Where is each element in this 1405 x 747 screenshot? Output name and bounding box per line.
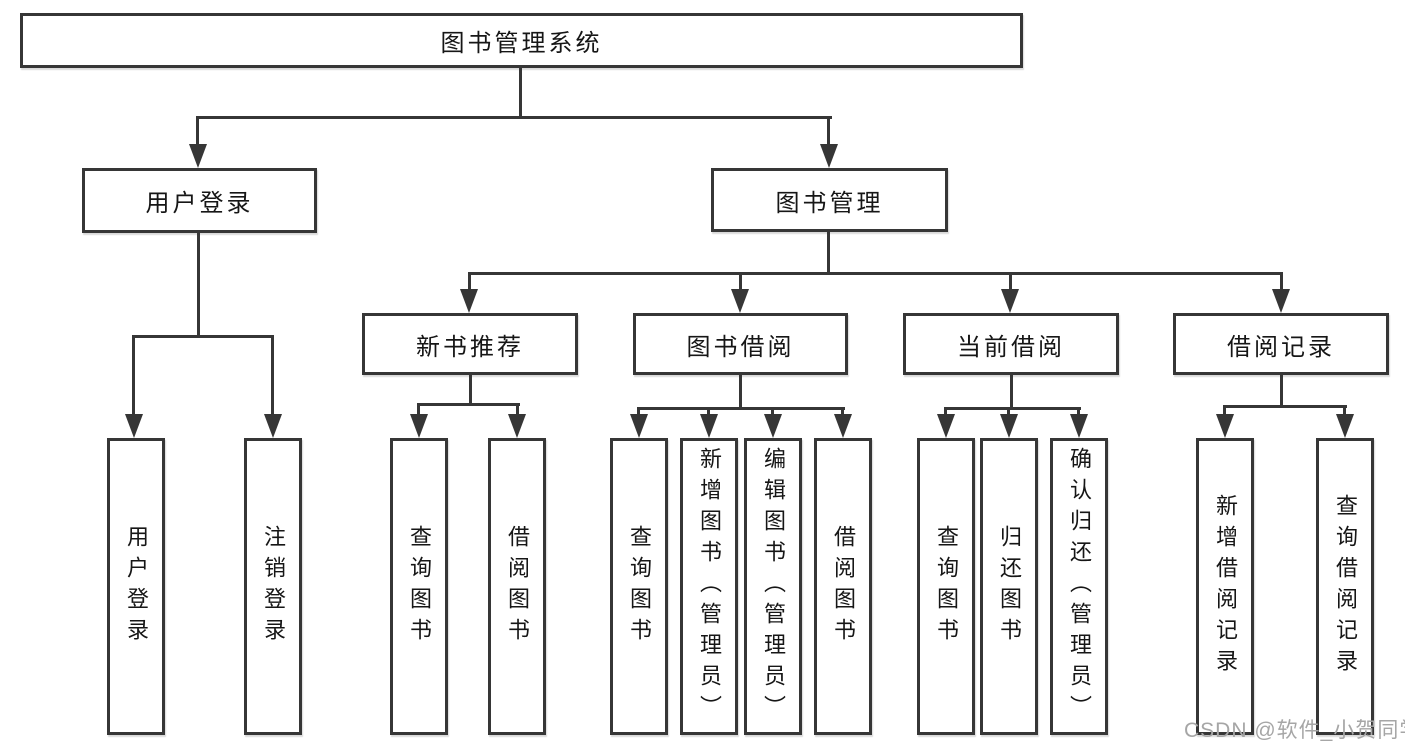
node-label: 图书管理 (775, 189, 884, 217)
node-label: 编辑图书（管理员） (761, 447, 786, 726)
connector-line (516, 403, 519, 415)
node-borrowing-query-books: 查询图书 (610, 438, 668, 735)
node-library-system: 图书管理系统 (20, 13, 1023, 68)
connector-line (707, 407, 710, 416)
connector-arrow (820, 144, 838, 168)
node-label: 当前借阅 (957, 333, 1065, 361)
node-label: 归还图书 (997, 524, 1022, 649)
node-add-books-admin: 新增图书（管理员） (680, 438, 738, 735)
csdn-watermark: CSDN @软件_小贺同学 (1184, 719, 1405, 742)
connector-arrow (410, 414, 428, 438)
connector-line (196, 116, 832, 119)
connector-line (1223, 405, 1347, 408)
connector-arrow (700, 414, 718, 438)
connector-line (827, 116, 830, 146)
connector-line (739, 375, 742, 409)
connector-line (417, 403, 520, 406)
node-label: 查询图书 (627, 524, 652, 649)
node-query-borrow-record: 查询借阅记录 (1316, 438, 1374, 735)
node-label: 图书借阅 (686, 333, 795, 361)
connector-line (468, 272, 1283, 275)
connector-line (739, 272, 742, 292)
connector-line (637, 407, 845, 410)
connector-line (132, 335, 135, 415)
node-label: 借阅图书 (505, 524, 530, 649)
node-label: 新增图书（管理员） (697, 447, 722, 726)
connector-line (1223, 405, 1226, 416)
node-borrow-records: 借阅记录 (1173, 313, 1389, 375)
connector-line (1009, 272, 1012, 292)
node-user-login: 用户登录 (107, 438, 165, 735)
connector-arrow (1216, 414, 1234, 438)
node-label: 查询图书 (934, 524, 959, 649)
connector-arrow (460, 289, 478, 313)
connector-arrow (1070, 414, 1088, 438)
connector-line (637, 407, 640, 416)
connector-line (197, 233, 200, 337)
connector-line (1077, 407, 1080, 416)
node-label: 用户登录 (145, 190, 254, 217)
connector-line (827, 232, 830, 274)
connector-line (1343, 405, 1346, 416)
connector-arrow (264, 414, 282, 438)
connector-arrow (1336, 414, 1354, 438)
connector-line (196, 116, 199, 146)
node-book-management: 图书管理 (711, 168, 948, 232)
connector-line (944, 407, 947, 416)
connector-line (469, 375, 472, 405)
node-label: 图书管理系统 (440, 30, 603, 57)
connector-line (1280, 272, 1283, 292)
node-confirm-return-admin: 确认归还（管理员） (1050, 438, 1108, 735)
connector-line (417, 403, 420, 415)
connector-line (1280, 375, 1283, 407)
connector-arrow (764, 414, 782, 438)
connector-arrow (1272, 289, 1290, 313)
connector-arrow (1000, 414, 1018, 438)
node-label: 用户登录 (124, 524, 149, 649)
node-recommend-query-books: 查询图书 (390, 438, 448, 735)
connector-arrow (508, 414, 526, 438)
node-recommend-borrow-books: 借阅图书 (488, 438, 546, 735)
connector-line (771, 407, 774, 416)
node-user-login-group: 用户登录 (82, 168, 317, 233)
connector-line (944, 407, 1081, 410)
node-label: 查询图书 (407, 524, 432, 649)
connector-line (1010, 375, 1013, 409)
node-label: 查询借阅记录 (1333, 493, 1358, 680)
node-label: 确认归还（管理员） (1067, 447, 1092, 726)
node-label: 新增借阅记录 (1213, 493, 1238, 680)
connector-line (271, 335, 274, 415)
node-borrowing-borrow-books: 借阅图书 (814, 438, 872, 735)
connector-arrow (731, 289, 749, 313)
node-label: 借阅记录 (1227, 333, 1335, 361)
node-current-query-books: 查询图书 (917, 438, 975, 735)
connector-arrow (834, 414, 852, 438)
connector-arrow (1001, 289, 1019, 313)
connector-line (519, 68, 522, 118)
node-label: 借阅图书 (831, 524, 856, 649)
connector-arrow (189, 144, 207, 168)
node-add-borrow-record: 新增借阅记录 (1196, 438, 1254, 735)
connector-arrow (125, 414, 143, 438)
connector-arrow (630, 414, 648, 438)
node-label: 新书推荐 (416, 333, 524, 361)
connector-line (468, 272, 471, 292)
node-current-borrowing: 当前借阅 (903, 313, 1119, 375)
connector-line (132, 335, 274, 338)
node-new-book-recommend: 新书推荐 (362, 313, 578, 375)
node-return-books: 归还图书 (980, 438, 1038, 735)
node-label: 注销登录 (261, 524, 286, 649)
connector-line (841, 407, 844, 416)
connector-line (1007, 407, 1010, 416)
node-edit-books-admin: 编辑图书（管理员） (744, 438, 802, 735)
node-book-borrowing: 图书借阅 (633, 313, 848, 375)
node-logout: 注销登录 (244, 438, 302, 735)
connector-arrow (937, 414, 955, 438)
